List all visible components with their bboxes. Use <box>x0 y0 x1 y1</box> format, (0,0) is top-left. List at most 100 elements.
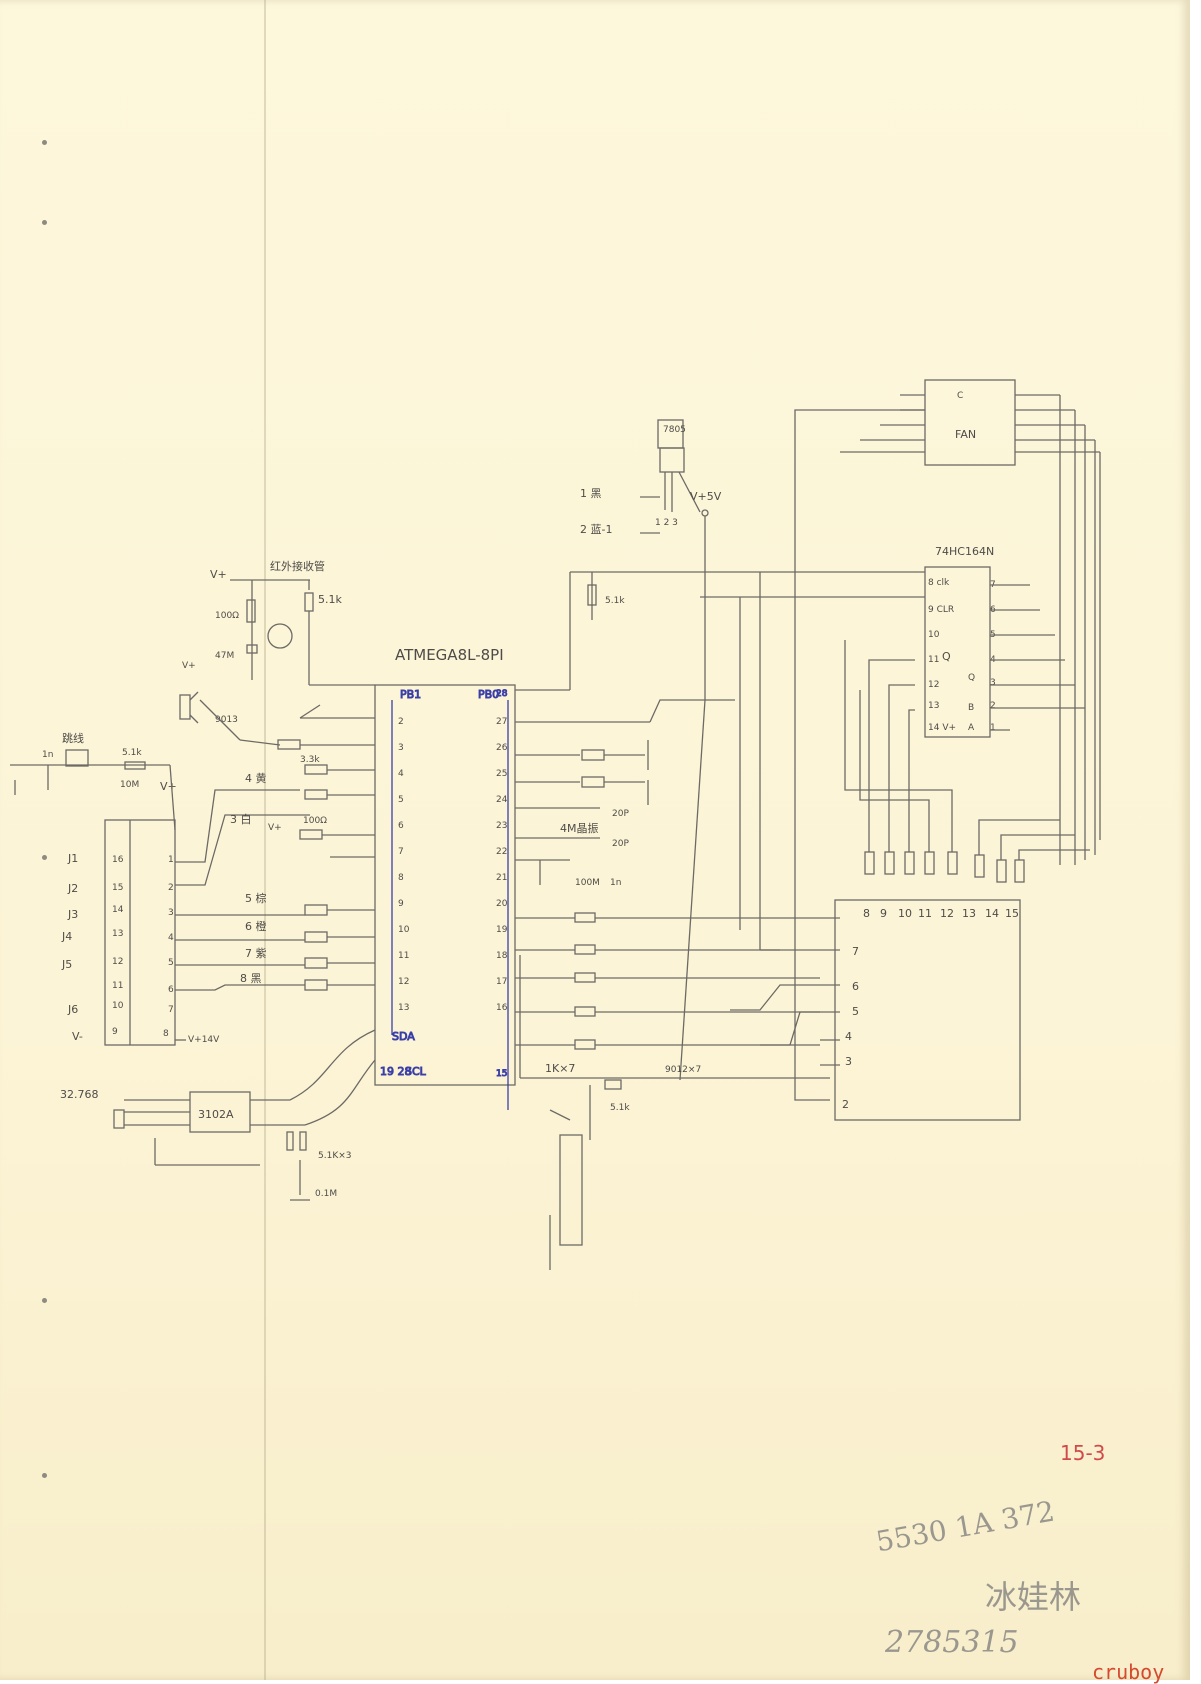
j-label: V- <box>72 1030 83 1043</box>
t9013-label: 9013 <box>215 715 238 725</box>
mcu-pin: 13 <box>398 1003 409 1013</box>
r10m-label: 10M <box>120 780 139 790</box>
ribbon-connector: J1 J2 J3 J4 J5 J6 V- 16 15 14 13 12 11 1… <box>61 764 375 1046</box>
conn-pin: 5 <box>168 958 174 968</box>
j-label: J3 <box>67 908 78 921</box>
conn-pin: 12 <box>112 957 123 967</box>
pin19-28-label: 19 28 <box>380 1065 412 1078</box>
mcu-pin: 24 <box>496 795 508 805</box>
v5-label: V+5V <box>690 490 722 503</box>
mcu-pin: 4 <box>398 769 404 779</box>
seg-pin: 13 <box>962 907 976 920</box>
t9012-label: 9012×7 <box>665 1065 701 1075</box>
c20pb-label: 20P <box>612 839 629 849</box>
mcu-pin: 11 <box>398 951 409 961</box>
seg-side-pin: 4 <box>845 1030 852 1043</box>
ir-receiver-section: V+ 红外接收管 100Ω 47M 5.1k V+ 9013 3.3k <box>179 559 375 765</box>
shift-pin: 2 <box>990 701 996 711</box>
sda-label: SDA <box>392 1030 415 1043</box>
r51k-ir-label: 5.1k <box>318 593 342 606</box>
shift-reg-label: 74HC164N <box>935 545 994 558</box>
wire8-label: 8 黑 <box>240 972 262 985</box>
seg-side-pin: 6 <box>852 980 859 993</box>
mcu-pin: 27 <box>496 717 507 727</box>
xtal-label: 32.768 <box>60 1088 99 1101</box>
c1n-label: 1n <box>610 878 621 888</box>
pin1-label: 1 黑 <box>580 487 602 500</box>
mcu-pin: 8 <box>398 873 404 883</box>
crystal-label: 4M晶振 <box>560 821 599 835</box>
mcu-pin: 3 <box>398 743 404 753</box>
wire6-label: 6 橙 <box>245 919 267 933</box>
vplus-label-3: V+ <box>160 780 177 793</box>
mcu-pin: 23 <box>496 821 507 831</box>
segment-driver: 8 9 10 11 12 13 14 15 7 6 5 4 3 2 <box>730 572 1090 1121</box>
shift-pin: 13 <box>928 701 939 711</box>
fold-line <box>264 0 266 1680</box>
shift-pin: 10 <box>928 630 940 640</box>
binder-hole <box>42 220 47 225</box>
mcu-pin: 15 <box>496 1069 507 1079</box>
student-name: 冰娃林 <box>985 1578 1082 1616</box>
mcu-pin: 26 <box>496 743 508 753</box>
mcu-pin: 20 <box>496 899 508 909</box>
conn-pin: 9 <box>112 1027 118 1037</box>
shift-pin: 9 CLR <box>928 605 954 615</box>
jumper-section: 跳线 1n 5.1k 10M V+ <box>10 731 177 831</box>
watermark: cruboy <box>1092 1660 1165 1684</box>
mcu-pin: 5 <box>398 795 404 805</box>
pin2-label: 2 蓝-1 <box>580 523 612 536</box>
cap1n-label: 1n <box>42 750 53 760</box>
c100m-label: 100M <box>575 878 600 888</box>
seg-pin: 15 <box>1005 907 1019 920</box>
conn-pin: 8 <box>163 1029 169 1039</box>
v14v-label: V+14V <box>188 1035 220 1045</box>
pb0-label: PB0 <box>478 688 499 701</box>
mcu-pin: 18 <box>496 951 508 961</box>
conn-pin: 7 <box>168 1005 174 1015</box>
vplus-label: V+ <box>210 568 227 581</box>
mcu-pin: 19 <box>496 925 508 935</box>
conn-pin: 14 <box>112 905 124 915</box>
conn-pin: 6 <box>168 985 174 995</box>
j-label: J1 <box>67 852 78 865</box>
q-label-2: Q <box>968 673 975 683</box>
seg-side-pin: 5 <box>852 1005 859 1018</box>
vplus-label-4: V+ <box>268 823 282 833</box>
r33k-label: 3.3k <box>300 755 320 765</box>
shift-pin: 3 <box>990 678 996 688</box>
conn-pin: 1 <box>168 855 174 865</box>
mcu-pin: 9 <box>398 899 404 909</box>
c47m-label: 47M <box>215 651 234 661</box>
shift-pin: 1 <box>990 723 996 733</box>
regulator-label: 7805 <box>663 425 686 435</box>
mcu-pin: 22 <box>496 847 507 857</box>
mcu-pin: 21 <box>496 873 507 883</box>
fan-label: FAN <box>955 428 976 441</box>
mcu-pin: 16 <box>496 1003 508 1013</box>
scl-label: SCL <box>405 1065 427 1078</box>
j-label: J5 <box>61 958 72 971</box>
shift-pin: 12 <box>928 680 939 690</box>
mcu-label: ATMEGA8L-8PI <box>395 646 504 664</box>
conn-pin: 15 <box>112 883 123 893</box>
mcu-pin: 2 <box>398 717 404 727</box>
j-label: J4 <box>61 930 72 943</box>
seg-side-pin: 7 <box>852 945 859 958</box>
seg-pin: 12 <box>940 907 954 920</box>
binder-hole <box>42 855 47 860</box>
r100b-label: 100Ω <box>303 816 327 826</box>
fan-c-label: C <box>957 391 963 401</box>
wire7-label: 7 紫 <box>245 947 267 960</box>
binder-hole <box>42 1298 47 1303</box>
c01m-label: 0.1M <box>315 1189 337 1199</box>
r100-label: 100Ω <box>215 611 239 621</box>
mcu-pin: 28 <box>496 689 508 699</box>
r51k-left-label: 5.1k <box>122 748 142 758</box>
conn-pin: 3 <box>168 908 174 918</box>
mcu-pin: 7 <box>398 847 404 857</box>
r51kx3-label: 5.1K×3 <box>318 1151 351 1161</box>
seg-pin: 8 <box>863 907 870 920</box>
seg-pin: 10 <box>898 907 912 920</box>
